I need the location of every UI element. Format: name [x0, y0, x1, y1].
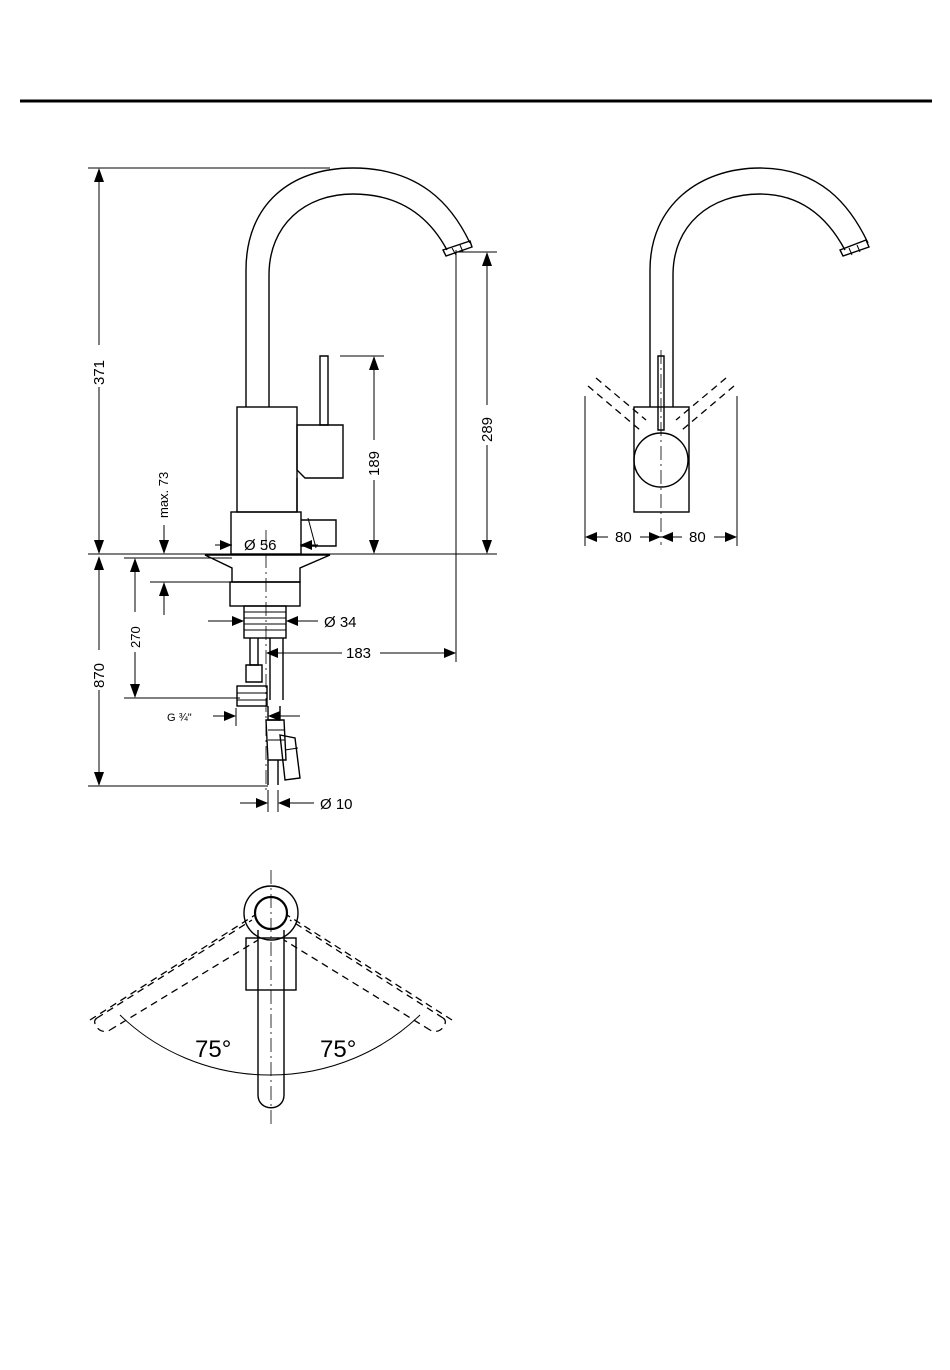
dim-tail-length: 270 — [128, 626, 143, 648]
angle-left: 75° — [195, 1036, 231, 1063]
angle-right: 75° — [320, 1036, 356, 1063]
dim-spout-height: 289 — [479, 417, 496, 442]
top-view: 75° 75° — [90, 870, 452, 1128]
dim-thread-diameter: Ø 34 — [324, 614, 357, 631]
dim-hose-diameter: Ø 10 — [320, 796, 353, 813]
dim-total-height: 371 — [91, 360, 108, 385]
dim-side-right: 80 — [689, 529, 706, 546]
dim-connection: G ¾" — [167, 712, 192, 724]
front-dimensions: 371 870 max. 73 270 Ø 56 Ø 34 — [88, 168, 497, 813]
dim-base-diameter: Ø 56 — [244, 537, 277, 554]
side-view: 80 80 — [585, 168, 869, 546]
dim-lever-height: 189 — [366, 451, 383, 476]
dim-side-left: 80 — [615, 529, 632, 546]
dim-below-deck: 870 — [91, 663, 108, 688]
front-view — [205, 168, 472, 790]
dim-deck-thickness: max. 73 — [156, 472, 171, 518]
dim-spout-reach: 183 — [346, 645, 371, 662]
